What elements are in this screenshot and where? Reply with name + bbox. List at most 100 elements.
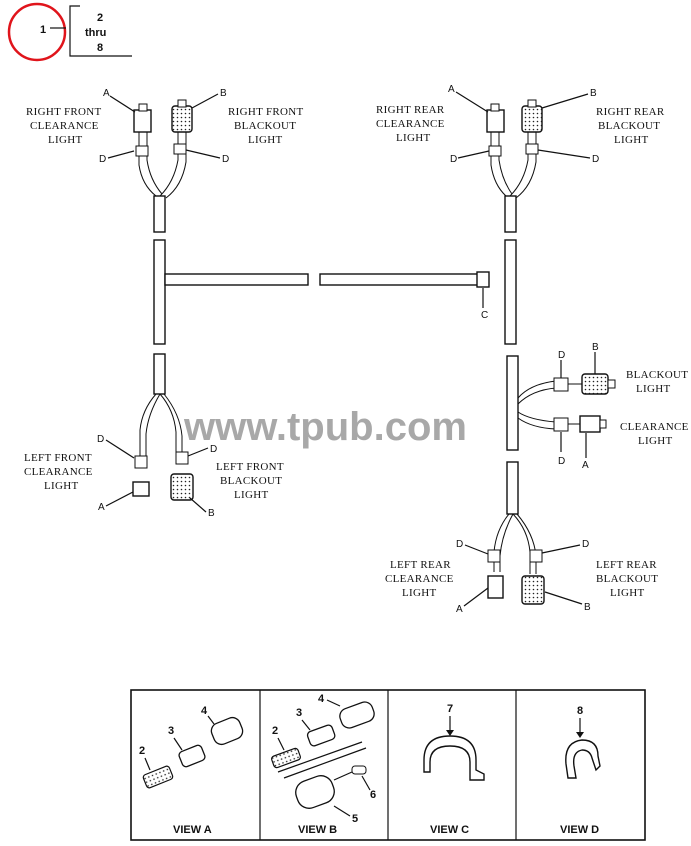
clearance-connector [579,415,601,433]
view-b-caption: VIEW B [298,824,337,836]
lfc-label-1: LEFT FRONT [24,452,92,464]
callout-d: D [558,350,565,361]
lfb-label-3: LIGHT [234,489,269,501]
right-horizontal-trunk [319,273,479,286]
clearance-connector [133,109,152,133]
view-b: 2 3 4 5 6 VIEW B [271,693,376,836]
callout-d: D [450,154,457,165]
callout-b: B [220,88,227,99]
detail-views-panel: 2 3 4 VIEW A 2 3 4 5 6 [130,689,646,841]
callout-b: B [584,602,591,613]
lfc-label-2: CLEARANCE [24,466,93,478]
blackout-connector [581,373,609,395]
watermark: www.tpub.com [183,405,467,449]
lrb-label-2: BLACKOUT [596,573,658,585]
view-d-caption: VIEW D [560,824,599,836]
right-front-assembly [133,99,193,233]
harness-segment [504,195,517,233]
right-front-labels: RIGHT FRONT CLEARANCE LIGHT RIGHT FRONT … [26,88,304,165]
side-lights-assembly [517,373,616,433]
bo-label-1: BLACKOUT [626,369,688,381]
callout-d: D [222,154,229,165]
lrc-label-3: LIGHT [402,587,437,599]
rrb-label-2: BLACKOUT [598,120,660,132]
range-thru: thru [85,27,106,39]
view-c-caption: VIEW C [430,824,469,836]
part-number: 8 [577,705,583,717]
left-horizontal-trunk [164,273,309,286]
clamp-7 [423,735,485,781]
clearance-connector [487,575,504,599]
callout-d: D [558,456,565,467]
lrc-label-2: CLEARANCE [385,573,454,585]
index-number: 1 [40,24,46,36]
left-vertical-trunk [153,239,166,345]
lrb-label-3: LIGHT [610,587,645,599]
cl-label-2: LIGHT [638,435,673,447]
view-c: 7 VIEW C [423,703,485,836]
lrb-label-1: LEFT REAR [596,559,657,571]
part-number: 5 [352,813,358,825]
callout-b: B [592,342,599,353]
bo-label-2: LIGHT [636,383,671,395]
part-number: 2 [139,745,145,757]
callout-d: D [582,539,589,550]
part-number: 2 [272,725,278,737]
right-vertical-trunk-upper [504,239,517,345]
clearance-connector [486,109,505,133]
callout-d: D [592,154,599,165]
clamp-c [476,271,490,288]
view-d: 8 VIEW D [560,705,601,836]
callout-a: A [456,604,463,615]
right-rear-labels: RIGHT REAR CLEARANCE LIGHT RIGHT REAR BL… [376,84,665,165]
part-number: 6 [370,789,376,801]
callout-d: D [456,539,463,550]
left-front-assembly [132,393,194,501]
callout-a: A [98,502,105,513]
view-a: 2 3 4 VIEW A [139,705,244,836]
rfc-label-3: LIGHT [48,134,83,146]
blackout-connector [170,473,194,501]
callout-b: B [590,88,597,99]
part-number: 3 [168,725,174,737]
side-lights-labels: BLACKOUT LIGHT CLEARANCE LIGHT D B D A [558,342,689,471]
part-number: 3 [296,707,302,719]
blackout-connector [521,105,543,133]
rrc-label-1: RIGHT REAR [376,104,445,116]
callout-d: D [210,444,217,455]
lfc-label-3: LIGHT [44,480,79,492]
clamp-8 [565,739,601,779]
callout-c: C [481,310,488,321]
rfb-label-1: RIGHT FRONT [228,106,304,118]
part-number: 4 [318,693,325,705]
callout-b: B [208,508,215,519]
left-front-labels: LEFT FRONT CLEARANCE LIGHT LEFT FRONT BL… [24,434,284,519]
rrb-label-3: LIGHT [614,134,649,146]
part-number: 4 [201,705,208,717]
rfc-label-2: CLEARANCE [30,120,99,132]
rfb-label-3: LIGHT [248,134,283,146]
range-start: 2 [97,12,103,24]
rrb-label-1: RIGHT REAR [596,106,665,118]
callout-a: A [448,84,455,95]
cl-label-1: CLEARANCE [620,421,689,433]
lfb-label-2: BLACKOUT [220,475,282,487]
blackout-connector [171,105,193,133]
callout-d: D [97,434,104,445]
part-number: 7 [447,703,453,715]
left-vertical-trunk-lower [153,353,166,395]
blackout-connector [521,575,545,605]
right-vertical-trunk-lower [506,461,519,515]
red-circle [7,2,67,62]
right-rear-assembly [486,99,543,233]
callout-d: D [99,154,106,165]
clearance-connector [132,481,150,497]
lfb-label-1: LEFT FRONT [216,461,284,473]
rrc-label-3: LIGHT [396,132,431,144]
rfc-label-1: RIGHT FRONT [26,106,102,118]
left-rear-assembly [487,513,545,605]
callout-a: A [103,88,110,99]
rfb-label-2: BLACKOUT [234,120,296,132]
lrc-label-1: LEFT REAR [390,559,451,571]
